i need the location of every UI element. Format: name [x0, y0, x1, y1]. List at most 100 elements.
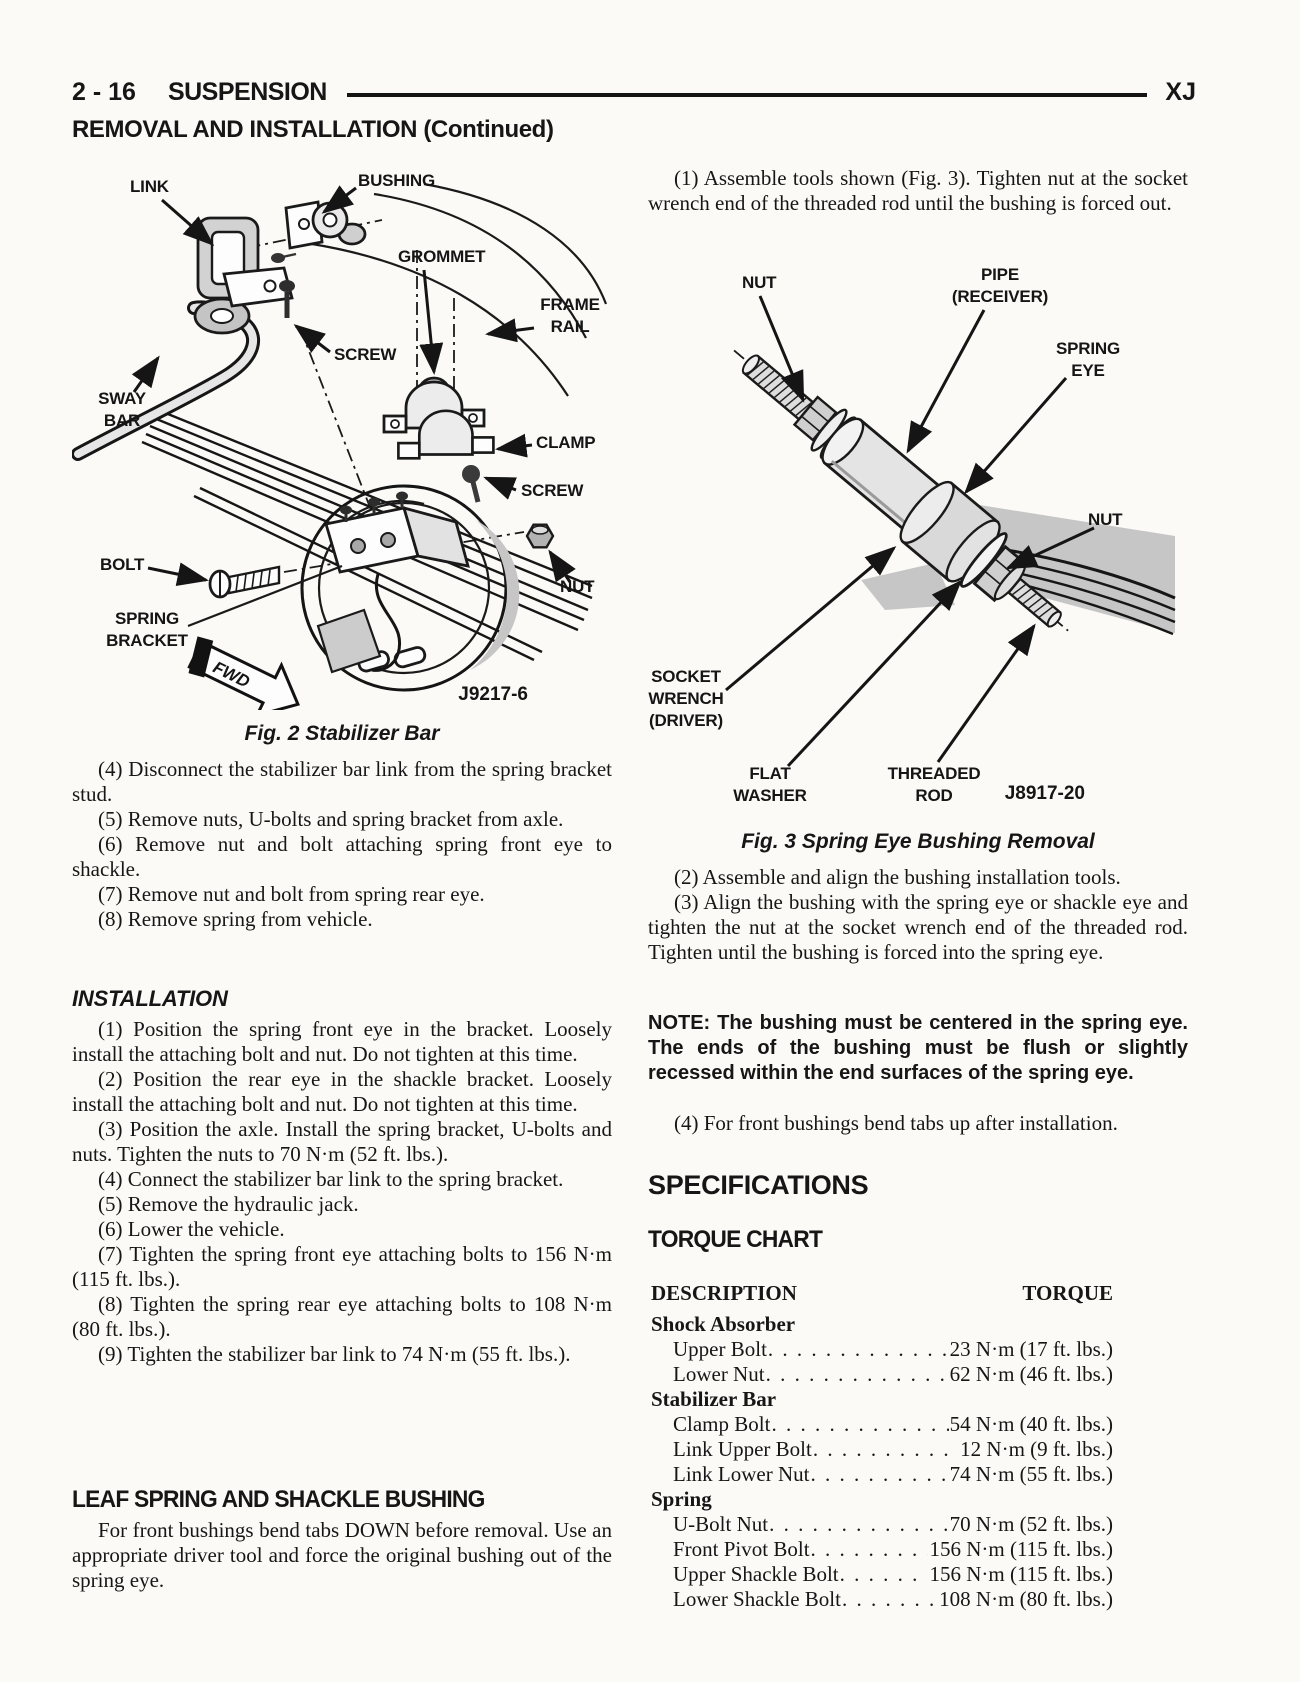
fig3-label-flat-washer: FLAT [749, 764, 791, 783]
step: (2) Assemble and align the bushing insta… [674, 865, 1121, 889]
step: (4) Connect the stabilizer bar link to t… [98, 1167, 564, 1191]
fig2-diagram: FWD LINK BUSHING GROMMET FRAME RAIL SCRE… [72, 171, 608, 710]
fwd-arrow-icon: FWD [187, 636, 300, 710]
fig3-diagram: NUT PIPE (RECEIVER) SPRING EYE NUT SOCKE… [648, 265, 1176, 805]
spring-bracket-part [316, 491, 470, 674]
svg-text:(RECEIVER): (RECEIVER) [952, 287, 1048, 306]
installation-heading: INSTALLATION [72, 986, 228, 1011]
svg-text:EYE: EYE [1071, 361, 1104, 380]
upper-screw-part [279, 280, 295, 318]
fig2-label-frame-rail: FRAME [540, 295, 599, 314]
fig2-label-screw-upper: SCREW [334, 345, 397, 364]
fig2-caption: Fig. 2 Stabilizer Bar [244, 722, 440, 745]
dot-leader: . . . . . . . . . . . . . . . . . . . . … [771, 1412, 948, 1436]
installation-steps: (1) Position the spring front eye in the… [72, 1017, 612, 1367]
step: (6) Remove nut and bolt attaching spring… [72, 832, 612, 881]
fig3-leaders [725, 295, 1095, 768]
fig3-label-socket-wrench: SOCKET [651, 667, 721, 686]
bushing-tool-assembly [733, 349, 1069, 632]
fig2-label-bolt: BOLT [100, 555, 145, 574]
header-rule [346, 92, 1148, 97]
torque-group-name: Shock Absorber [651, 1312, 796, 1336]
lower-screw-part [462, 465, 481, 503]
leaf-spring-paragraph: For front bushings bend tabs DOWN before… [72, 1518, 612, 1592]
step: (1) Position the spring front eye in the… [72, 1017, 612, 1066]
fig2-label-bushing: BUSHING [358, 171, 435, 190]
fig3-ref-code: J8917-20 [1005, 783, 1085, 804]
svg-text:(DRIVER): (DRIVER) [649, 711, 723, 730]
torque-group-name: Stabilizer Bar [651, 1387, 777, 1411]
fig2-label-clamp: CLAMP [536, 433, 595, 452]
frame-rail-part [311, 182, 608, 397]
fig3-label-nut-top: NUT [742, 273, 777, 292]
clamp-part [397, 409, 495, 460]
torque-chart-header: DESCRIPTION TORQUE [651, 1281, 1113, 1306]
removal-steps: (4) Disconnect the stabilizer bar link f… [72, 757, 612, 932]
torque-row: Link Upper Bolt . . . . . . . . . . . . … [673, 1437, 1113, 1461]
dot-leader: . . . . . . . . . . . . . . . . . . . . … [767, 1337, 949, 1361]
fig3-label-spring-eye: SPRING [1056, 339, 1120, 358]
fig2-ref-code: J9217-6 [458, 684, 528, 705]
fig2-label-nut: NUT [560, 577, 595, 596]
svg-text:ROD: ROD [915, 786, 952, 805]
fig2-label-sway-bar: SWAY [98, 389, 147, 408]
nut-part [525, 523, 555, 549]
main-heading: REMOVAL AND INSTALLATION (Continued) [72, 116, 554, 143]
torque-chart-heading: TORQUE CHART [648, 1226, 823, 1253]
vehicle-code: XJ [1165, 78, 1196, 106]
svg-text:WASHER: WASHER [733, 786, 806, 805]
spring-bracket-leader [187, 564, 343, 628]
dot-leader: . . . . . . . . . . . . . . . . . . . . … [841, 1587, 938, 1611]
torque-chart: DESCRIPTION TORQUE Shock Absorber Upper … [651, 1281, 1113, 1612]
step: (8) Tighten the spring rear eye attachin… [72, 1292, 612, 1341]
dot-leader: . . . . . . . . . . . . . . . . . . . . … [765, 1362, 949, 1386]
torque-row: Lower Shackle Bolt . . . . . . . . . . .… [673, 1587, 1113, 1611]
torque-group-name: Spring [651, 1487, 712, 1511]
fig3-caption: Fig. 3 Spring Eye Bushing Removal [741, 830, 1095, 853]
page-number: 2 - 16 [72, 78, 136, 106]
step: (5) Remove the hydraulic jack. [98, 1192, 359, 1216]
note-block: NOTE: The bushing must be centered in th… [648, 1012, 1188, 1084]
bushing-removal-step1: (1) Assemble tools shown (Fig. 3). Tight… [648, 166, 1188, 215]
dot-leader: . . . . . . . . . . . . . . . . . . . . … [839, 1562, 929, 1586]
fig2-label-screw-lower: SCREW [521, 481, 584, 500]
fig2-label-spring-bracket: SPRING [115, 609, 179, 628]
torque-row: Clamp Bolt . . . . . . . . . . . . . . .… [673, 1412, 1113, 1436]
step: (4) Disconnect the stabilizer bar link f… [72, 757, 612, 806]
step: (3) Align the bushing with the spring ey… [648, 890, 1188, 964]
torque-row: Front Pivot Bolt . . . . . . . . . . . .… [673, 1537, 1113, 1561]
svg-text:BRACKET: BRACKET [106, 631, 189, 650]
torque-row: U-Bolt Nut . . . . . . . . . . . . . . .… [673, 1512, 1113, 1536]
threaded-rod-top-part [741, 354, 815, 421]
svg-text:WRENCH: WRENCH [648, 689, 723, 708]
bushing-part [284, 200, 367, 250]
dot-leader: . . . . . . . . . . . . . . . . . . . . … [812, 1437, 959, 1461]
fig3-label-threaded-rod: THREADED [888, 764, 981, 783]
col-description: DESCRIPTION [651, 1281, 797, 1305]
threaded-rod-bottom-part [1006, 577, 1062, 628]
step: (2) Position the rear eye in the shackle… [72, 1067, 612, 1116]
step: (9) Tighten the stabilizer bar link to 7… [98, 1342, 571, 1366]
torque-row: Upper Bolt . . . . . . . . . . . . . . .… [673, 1337, 1113, 1361]
svg-text:BAR: BAR [104, 411, 140, 430]
fig3-label-pipe: PIPE [981, 265, 1019, 284]
step: (8) Remove spring from vehicle. [98, 907, 373, 931]
col-torque: TORQUE [1022, 1281, 1113, 1305]
step: (6) Lower the vehicle. [98, 1217, 285, 1241]
step: (3) Position the axle. Install the sprin… [72, 1117, 612, 1166]
step: (7) Tighten the spring front eye attachi… [72, 1242, 612, 1291]
torque-row: Upper Shackle Bolt . . . . . . . . . . .… [673, 1562, 1113, 1586]
page-header: 2 - 16 SUSPENSION XJ [72, 78, 1196, 107]
dot-leader: . . . . . . . . . . . . . . . . . . . . … [810, 1537, 929, 1561]
fig2-label-grommet: GROMMET [398, 247, 486, 266]
dot-leader: . . . . . . . . . . . . . . . . . . . . … [769, 1512, 949, 1536]
specifications-heading: SPECIFICATIONS [648, 1170, 869, 1200]
leaf-spring-heading: LEAF SPRING AND SHACKLE BUSHING [72, 1486, 485, 1513]
link-part [193, 216, 297, 335]
bushing-removal-steps: (2) Assemble and align the bushing insta… [648, 865, 1188, 965]
fig2-leaders [131, 185, 576, 586]
dot-leader: . . . . . . . . . . . . . . . . . . . . … [810, 1462, 949, 1486]
spring-eye-part [899, 480, 1001, 583]
section-title: SUSPENSION [167, 78, 327, 106]
